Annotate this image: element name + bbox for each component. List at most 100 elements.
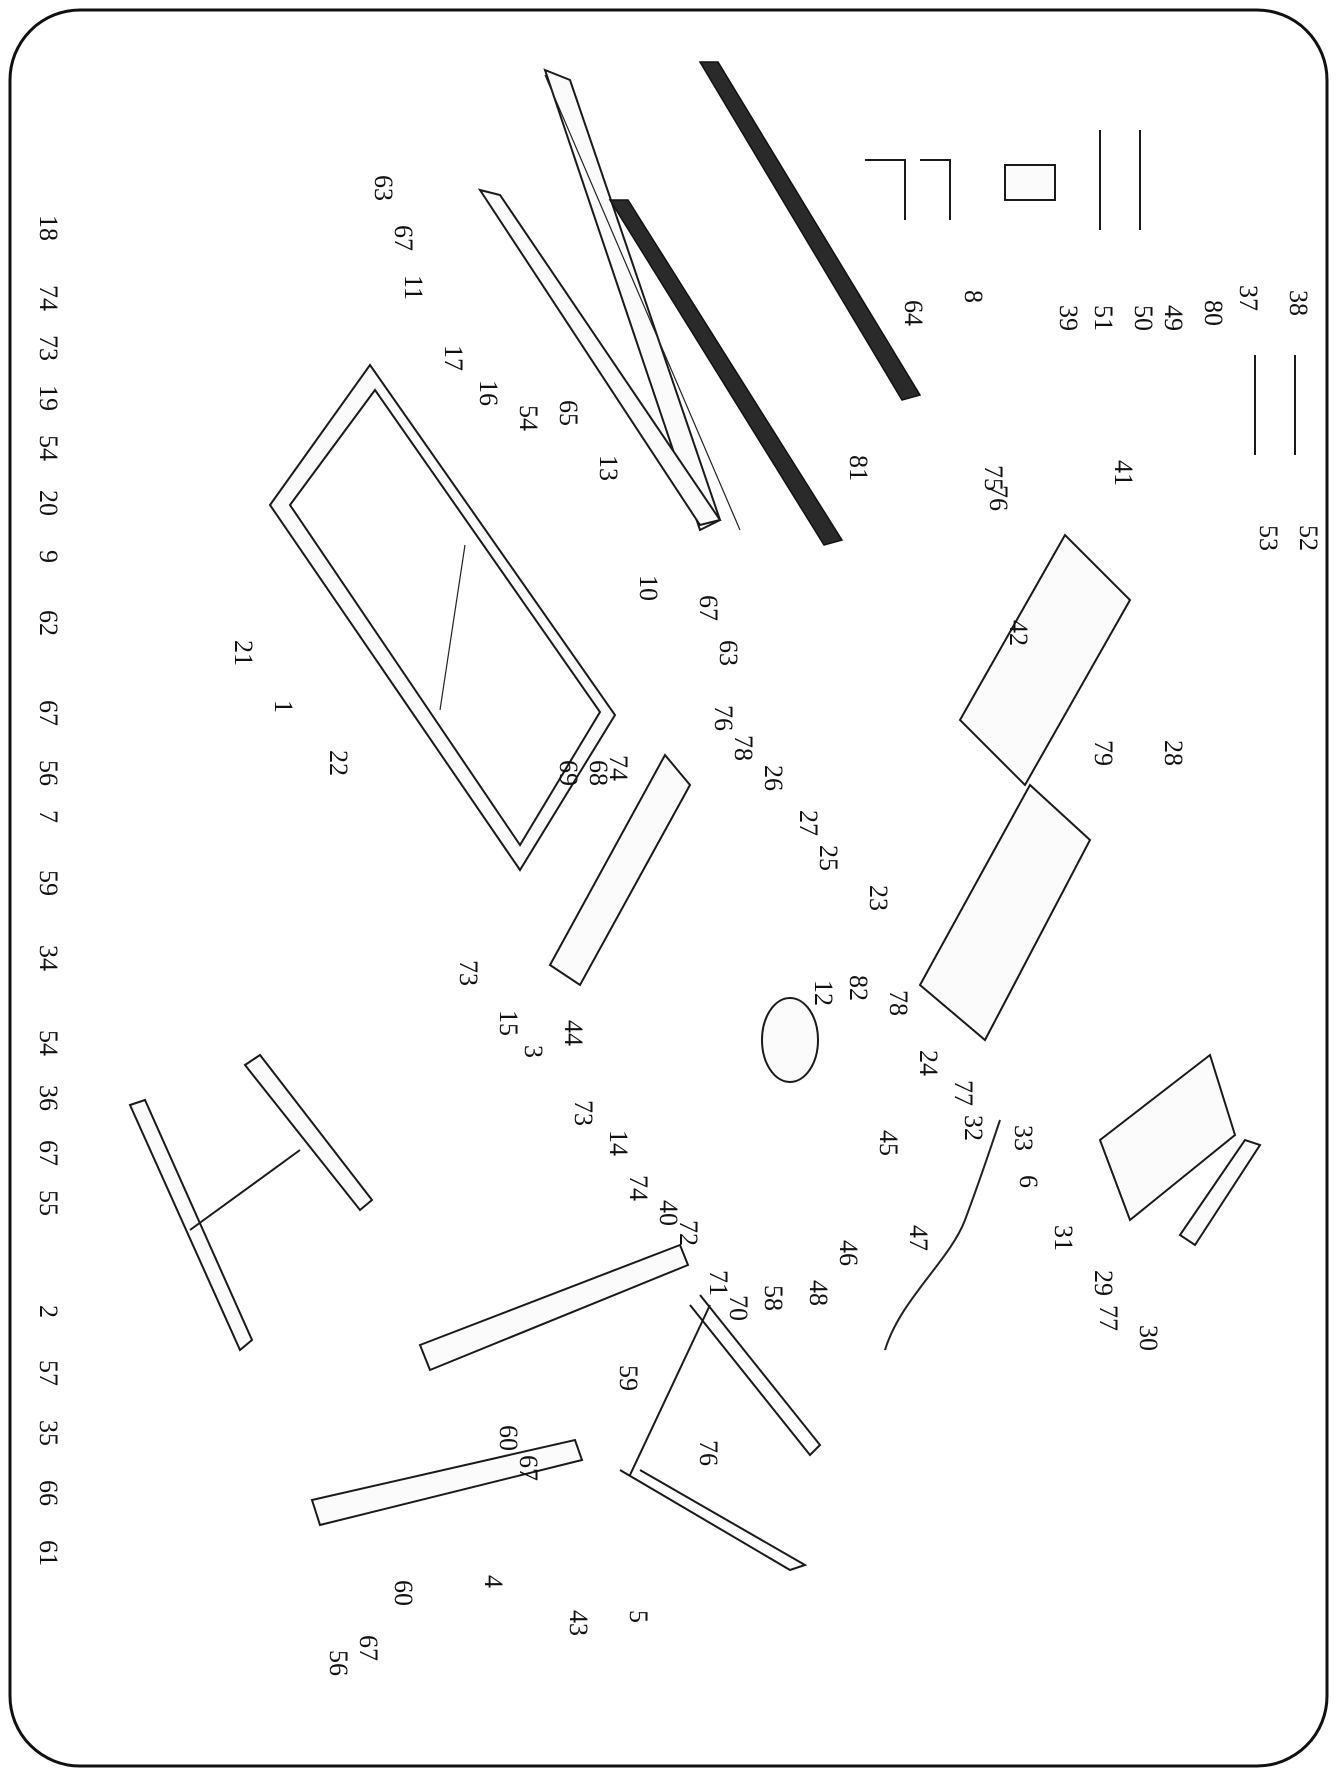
part-label: 31 xyxy=(1049,1225,1078,1251)
part-label: 26 xyxy=(759,765,788,791)
part-label: 76 xyxy=(694,1440,723,1466)
part-label: 69 xyxy=(554,760,583,786)
part-label: 66 xyxy=(34,1480,63,1506)
part-label: 53 xyxy=(1254,525,1283,551)
display-console-part xyxy=(1098,1053,1262,1247)
part-label: 17 xyxy=(439,345,468,371)
part-label: 47 xyxy=(904,1225,933,1251)
part-label: 73 xyxy=(34,335,63,361)
part-label: 36 xyxy=(34,1085,63,1111)
upright-column-3 xyxy=(418,1243,690,1372)
part-label: 3 xyxy=(519,1045,548,1058)
part-label: 43 xyxy=(564,1610,593,1636)
part-label: 67 xyxy=(694,595,723,621)
part-label: 74 xyxy=(34,285,63,311)
part-label: 79 xyxy=(1089,740,1118,766)
side-rails-part xyxy=(608,61,922,546)
part-label: 29 xyxy=(1089,1270,1118,1296)
part-label: 22 xyxy=(324,750,353,776)
part-label: 58 xyxy=(759,1285,788,1311)
part-label: 76 xyxy=(984,485,1013,511)
part-label: 65 xyxy=(554,400,583,426)
part-label: 67 xyxy=(354,1635,383,1661)
part-number-labels: 1874731954209626756759345436675525735666… xyxy=(34,175,1323,1676)
part-label: 63 xyxy=(714,640,743,666)
part-label: 64 xyxy=(899,300,928,326)
part-label: 46 xyxy=(834,1240,863,1266)
part-label: 74 xyxy=(624,1175,653,1201)
part-label: 19 xyxy=(34,385,63,411)
part-label: 8 xyxy=(959,290,988,303)
part-label: 25 xyxy=(814,845,843,871)
part-label: 54 xyxy=(514,405,543,431)
part-label: 56 xyxy=(324,1650,353,1676)
part-label: 63 xyxy=(369,175,398,201)
part-label: 75 xyxy=(979,465,1008,491)
part-label: 77 xyxy=(949,1080,978,1106)
part-label: 76 xyxy=(709,705,738,731)
part-label: 67 xyxy=(389,225,418,251)
part-label: 59 xyxy=(614,1365,643,1391)
part-label: 42 xyxy=(1004,620,1033,646)
hardware-parts xyxy=(865,130,1296,455)
part-label: 39 xyxy=(1054,305,1083,331)
part-label: 13 xyxy=(594,455,623,481)
part-label: 54 xyxy=(34,1030,63,1056)
part-label: 68 xyxy=(584,760,613,786)
part-label: 20 xyxy=(34,490,63,516)
running-deck-part xyxy=(477,68,741,532)
part-label: 54 xyxy=(34,435,63,461)
part-label: 4 xyxy=(479,1575,508,1588)
upright-column-4 xyxy=(310,1438,584,1527)
part-label: 23 xyxy=(864,885,893,911)
part-label: 67 xyxy=(34,700,63,726)
part-label: 62 xyxy=(34,610,63,636)
power-cord-part xyxy=(884,1119,1001,1351)
part-label: 73 xyxy=(569,1100,598,1126)
part-label: 9 xyxy=(34,550,63,563)
part-label: 73 xyxy=(454,960,483,986)
part-label: 78 xyxy=(884,990,913,1016)
handlebar-part xyxy=(619,1294,822,1572)
part-label: 10 xyxy=(634,575,663,601)
part-label: 78 xyxy=(729,735,758,761)
part-label: 56 xyxy=(34,760,63,786)
part-label: 74 xyxy=(604,755,633,781)
part-label: 18 xyxy=(34,215,63,241)
part-label: 32 xyxy=(959,1115,988,1141)
part-label: 45 xyxy=(874,1130,903,1156)
part-label: 70 xyxy=(724,1295,753,1321)
part-label: 57 xyxy=(34,1360,63,1386)
part-label: 82 xyxy=(844,975,873,1001)
part-label: 50 xyxy=(1129,305,1158,331)
part-label: 80 xyxy=(1199,300,1228,326)
part-label: 77 xyxy=(1094,1305,1123,1331)
part-label: 12 xyxy=(809,980,838,1006)
part-label: 60 xyxy=(494,1425,523,1451)
part-label: 28 xyxy=(1159,740,1188,766)
part-label: 2 xyxy=(34,1305,63,1318)
part-label: 33 xyxy=(1009,1125,1038,1151)
part-label: 16 xyxy=(474,380,503,406)
part-label: 71 xyxy=(704,1270,733,1296)
part-label: 1 xyxy=(269,700,298,713)
part-label: 5 xyxy=(624,1610,653,1623)
part-label: 37 xyxy=(1234,285,1263,311)
motor-cover-part xyxy=(548,753,692,987)
part-label: 15 xyxy=(494,1010,523,1036)
part-label: 59 xyxy=(34,870,63,896)
part-label: 67 xyxy=(514,1455,543,1481)
part-label: 49 xyxy=(1159,305,1188,331)
part-label: 72 xyxy=(674,1220,703,1246)
part-label: 14 xyxy=(604,1130,633,1156)
part-label: 55 xyxy=(34,1190,63,1216)
part-label: 38 xyxy=(1284,290,1313,316)
part-label: 61 xyxy=(34,1540,63,1566)
part-label: 67 xyxy=(34,1140,63,1166)
base-frame-part xyxy=(128,1053,374,1352)
part-label: 21 xyxy=(229,640,258,666)
part-label: 11 xyxy=(399,275,428,300)
part-label: 24 xyxy=(914,1050,943,1076)
